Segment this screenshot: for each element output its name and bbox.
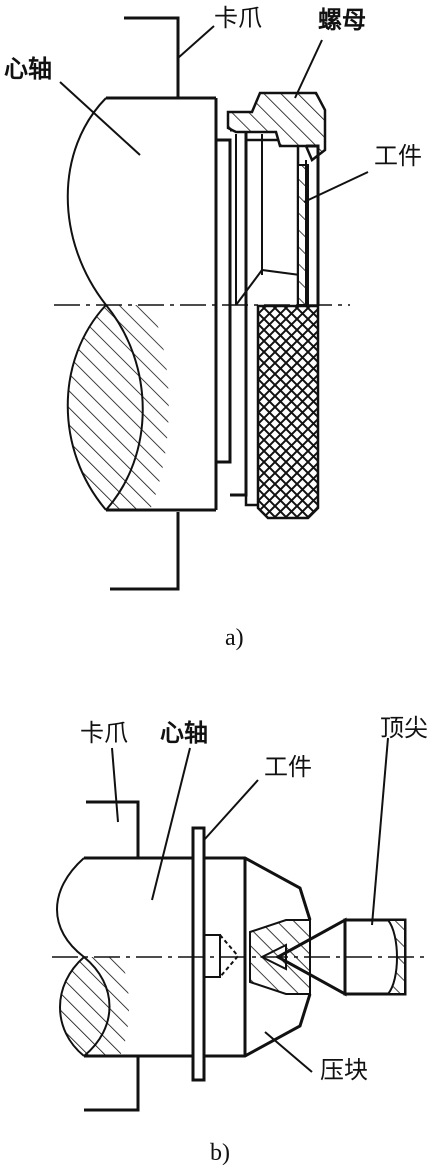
leader-pressure-block-b: [264, 1031, 313, 1073]
mandrel-body: [66, 96, 218, 512]
figure-a: 卡爪 螺母 心轴 工件 a): [4, 4, 422, 651]
label-mandrel-b: 心轴: [160, 719, 208, 747]
leader-mandrel-a: [59, 81, 141, 156]
chuck-jaw-bottom: [110, 512, 180, 591]
chuck-jaw-top: [124, 16, 180, 98]
leader-nut-a: [294, 39, 323, 99]
label-pressure-block-b: 压块: [320, 1056, 368, 1084]
label-mandrel-a: 心轴: [4, 55, 52, 83]
leader-mandrel-b: [151, 747, 191, 901]
mandrel-pilot: [216, 128, 248, 497]
nut-knurled-lower: [256, 304, 320, 520]
tailstock-center: [274, 917, 407, 997]
chuck-jaw-top-b: [86, 800, 140, 858]
label-chuck-jaw-a: 卡爪: [214, 4, 262, 32]
leader-workpiece-b: [203, 779, 259, 841]
tailstock-break-section: [385, 919, 406, 995]
label-nut-a: 螺母: [318, 6, 366, 34]
caption-b: b): [210, 1140, 230, 1166]
mandrel-body-b: [56, 856, 240, 1058]
leader-workpiece-a: [303, 171, 369, 203]
mandrel-hatched-section-b: [60, 957, 129, 1056]
label-workpiece-b: 工件: [264, 753, 312, 781]
nut-outline: [306, 144, 320, 306]
label-chuck-jaw-b: 卡爪: [80, 719, 128, 747]
caption-a: a): [225, 625, 244, 651]
label-tailstock-center-b: 顶尖: [380, 714, 428, 742]
workpiece-disc: [191, 826, 206, 1082]
mandrel-hatched-section: [67, 305, 169, 510]
nut-section-upper: [226, 91, 327, 162]
leader-tailstock-b: [371, 737, 389, 926]
leader-chuck-jaw-b: [111, 747, 119, 823]
chuck-jaw-bottom-b: [84, 1056, 140, 1112]
label-workpiece-a: 工件: [374, 142, 422, 170]
figure-b: 卡爪 心轴 工件 顶尖 压块 b): [52, 714, 430, 1166]
leader-chuck-jaw-a: [177, 25, 215, 59]
